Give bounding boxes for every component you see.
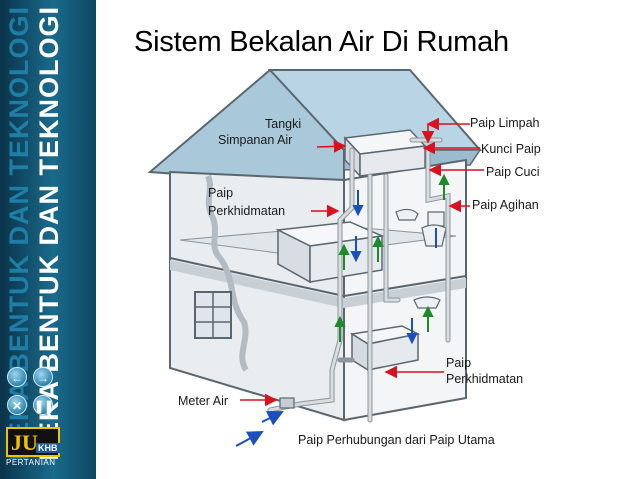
- sidebar-vertical-text-shadow: REKA BENTUK DAN TEKNOLOGI: [4, 6, 34, 461]
- forward-arrow-icon[interactable]: →: [33, 367, 53, 387]
- logo: JU KHB PERTANIAN: [6, 427, 60, 471]
- label-paip-agihan: Paip Agihan: [472, 198, 539, 212]
- house-water-diagram: [147, 68, 484, 447]
- logo-box: JU KHB: [6, 427, 60, 457]
- label-paip-perkhidmatan-top-1: Paip: [208, 186, 234, 200]
- storage-tank: [343, 129, 427, 178]
- sidebar-vertical-text: REKA BENTUK DAN TEKNOLOGI: [34, 6, 64, 461]
- label-paip-perkhidmatan-top-2: Perkhidmatan: [208, 204, 286, 218]
- label-paip-perkhidmatan-bottom-1: Paip: [446, 356, 472, 370]
- flow-arrows-down: [350, 190, 437, 345]
- back-arrow-icon[interactable]: ←: [7, 367, 27, 387]
- wall-trim: [205, 174, 249, 372]
- label-paip-cuci: Paip Cuci: [486, 165, 540, 179]
- logo-subtitle: PERTANIAN: [6, 458, 56, 467]
- label-simpanan-air: Simpanan Air: [218, 133, 293, 147]
- sidebar: REKA BENTUK DAN TEKNOLOGI REKA BENTUK DA…: [0, 0, 96, 479]
- inlet-arrows: [235, 411, 284, 447]
- upstairs-fixtures: [395, 208, 447, 247]
- label-paip-perhubungan: Paip Perhubungan dari Paip Utama: [298, 433, 495, 447]
- logo-main-text: JU: [11, 430, 38, 455]
- flow-arrows-up: [334, 173, 450, 342]
- close-icon[interactable]: ✕: [7, 395, 27, 415]
- logo-badge: KHB: [36, 443, 60, 453]
- page-title: Sistem Bekalan Air Di Rumah: [134, 26, 509, 58]
- pause-icon[interactable]: ❚❚: [33, 395, 54, 415]
- label-arrows: [240, 117, 484, 407]
- window: [194, 291, 232, 339]
- label-tangki: Tangki: [265, 117, 302, 131]
- water-meter: [279, 397, 295, 409]
- label-meter-air: Meter Air: [178, 394, 229, 408]
- label-paip-perkhidmatan-bottom-2: Perkhidmatan: [446, 372, 524, 386]
- label-paip-limpah: Paip Limpah: [470, 116, 540, 130]
- bathtub: [275, 221, 385, 284]
- label-kunci-paip: Kunci Paip: [481, 142, 541, 156]
